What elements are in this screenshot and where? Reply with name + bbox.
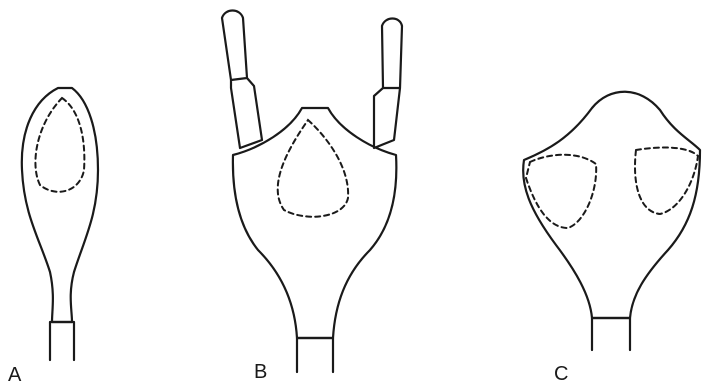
panel-a-inner-cavity [35,98,84,192]
panel-c-right-cavity [635,148,698,214]
panel-b: B [222,11,402,384]
panel-c-base-segment [592,318,630,350]
panel-a-base-segment [50,322,74,360]
panel-c: C [523,92,700,384]
panel-b-right-appendage [374,19,402,149]
panel-a: A [8,88,98,384]
panel-b-inner-cavity [278,120,348,217]
panel-c-label: C [554,363,568,384]
panel-b-base-segment [297,338,333,372]
panel-a-label: A [8,364,22,384]
panel-b-label: B [254,361,267,383]
panel-b-left-appendage [222,11,262,149]
panel-a-body-outline [22,88,98,322]
panel-c-body-outline [523,92,700,318]
